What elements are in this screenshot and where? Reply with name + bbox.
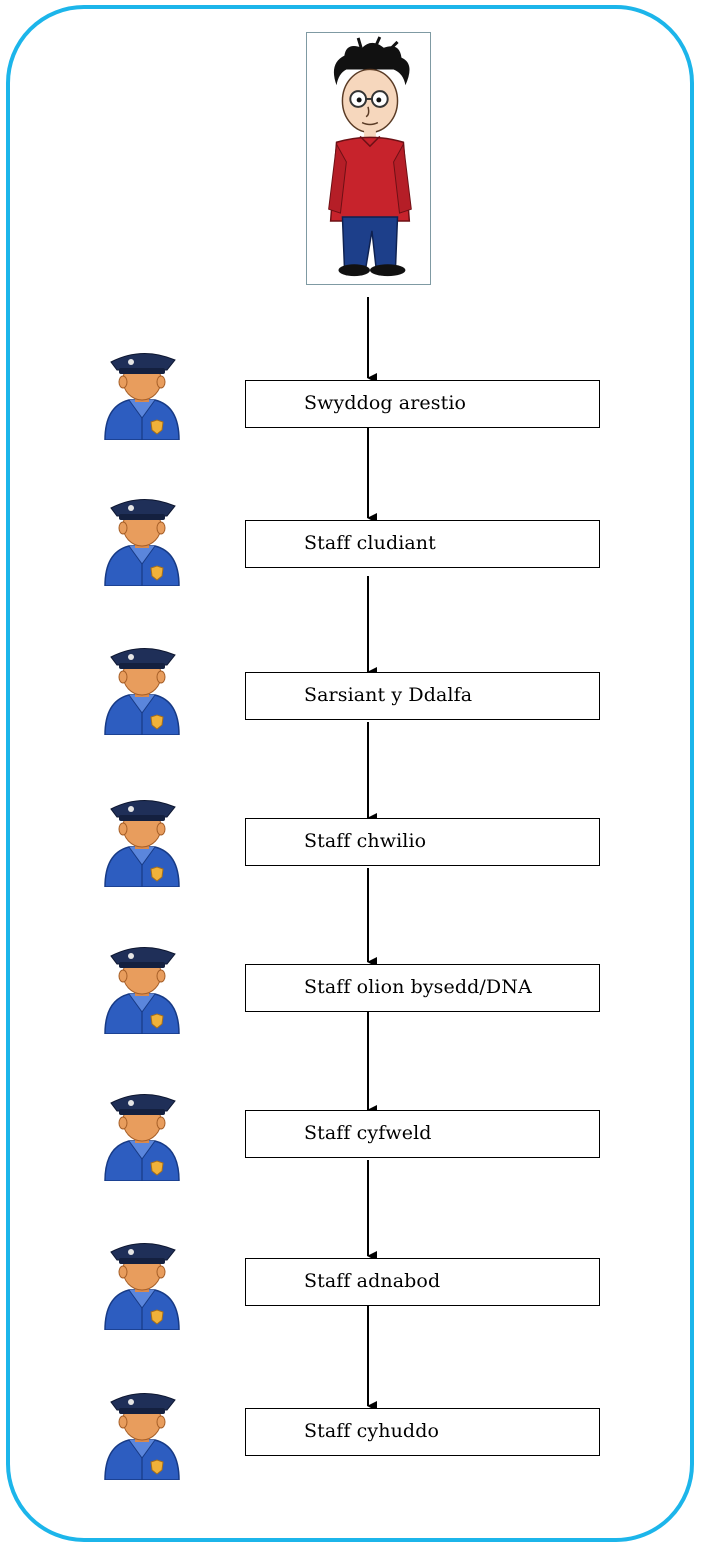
step-label: Sarsiant y Ddalfa [304, 684, 473, 706]
step-box: Staff cyhuddo [245, 1408, 600, 1456]
step-box: Staff cludiant [245, 520, 600, 568]
step-label: Staff cludiant [304, 532, 436, 554]
police-officer-icon [101, 795, 183, 887]
step-box: Staff cyfweld [245, 1110, 600, 1158]
police-officer-icon [101, 1238, 183, 1330]
police-officer-icon [101, 1089, 183, 1181]
police-officer-icon [101, 348, 183, 440]
step-box: Staff adnabod [245, 1258, 600, 1306]
police-officer-icon [101, 942, 183, 1034]
police-officer-icon [101, 494, 183, 586]
step-label: Staff olion bysedd/DNA [304, 976, 532, 998]
step-label: Swyddog arestio [304, 392, 467, 414]
step-box: Staff olion bysedd/DNA [245, 964, 600, 1012]
police-officer-icon [101, 643, 183, 735]
step-label: Staff chwilio [304, 830, 427, 852]
step-box: Staff chwilio [245, 818, 600, 866]
diagram-frame [6, 5, 694, 1542]
suspect-image [306, 32, 431, 285]
cartoon-man-icon [328, 36, 412, 277]
police-officer-icon [101, 1388, 183, 1480]
step-box: Sarsiant y Ddalfa [245, 672, 600, 720]
step-label: Staff cyfweld [304, 1122, 432, 1144]
step-label: Staff cyhuddo [304, 1420, 439, 1442]
step-box: Swyddog arestio [245, 380, 600, 428]
step-label: Staff adnabod [304, 1270, 441, 1292]
